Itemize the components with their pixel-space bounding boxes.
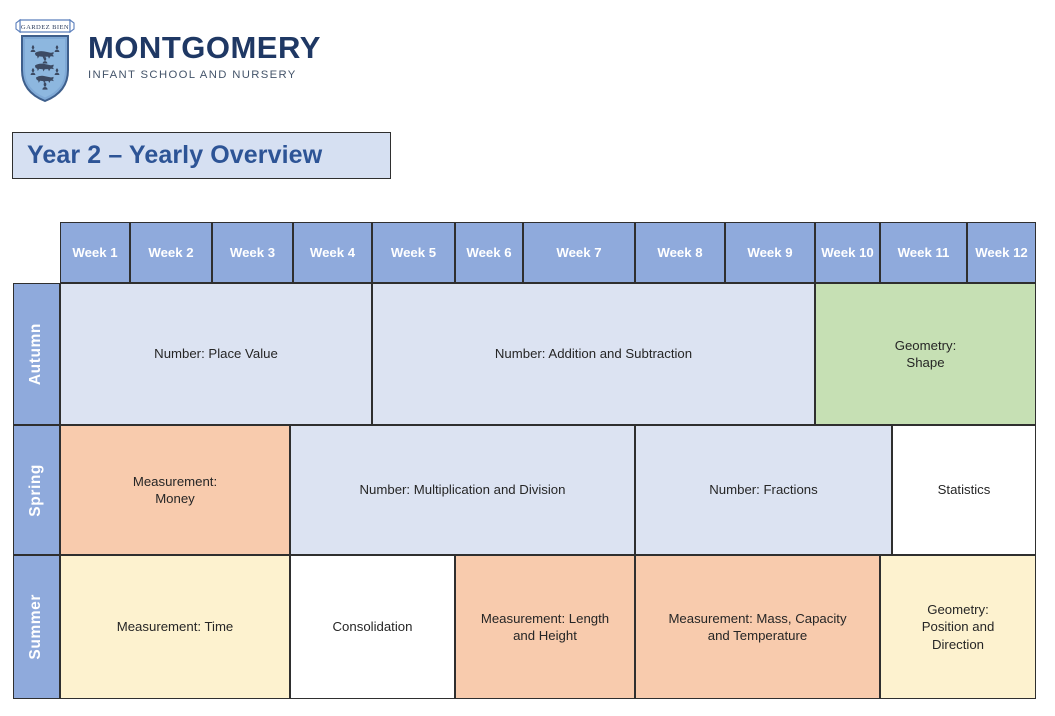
heraldic-shield-icon: GARDEZ BIEN [14,12,76,104]
svg-text:GARDEZ BIEN: GARDEZ BIEN [21,24,69,31]
week-header-12: Week 12 [967,222,1036,283]
topic-cell-spring-fractions: Number: Fractions [635,425,892,555]
topic-cell-autumn-place-value: Number: Place Value [60,283,372,425]
week-header-3: Week 3 [212,222,293,283]
term-label-autumn: Autumn [13,283,60,425]
topic-cell-autumn-geometry-shape: Geometry: Shape [815,283,1036,425]
topic-line-1: Measurement: [132,473,218,489]
topic-line-2: and Temperature [707,628,808,643]
topic-cell-summer-length-height: Measurement: Length and Height [455,555,635,699]
topic-cell-summer-consolidation: Consolidation [290,555,455,699]
topic-line-1: Measurement: Mass, Capacity [668,610,847,626]
week-header-1: Week 1 [60,222,130,283]
school-logo: GARDEZ BIEN [14,12,320,104]
topic-cell-spring-measurement-money: Measurement: Money [60,425,290,555]
week-header-9: Week 9 [725,222,815,283]
week-header-8: Week 8 [635,222,725,283]
topic-line-1: Measurement: Length [480,610,610,626]
topic-line-2: Position and [921,619,995,635]
topic-cell-summer-measurement-time: Measurement: Time [60,555,290,699]
topic-cell-spring-multiplication-division: Number: Multiplication and Division [290,425,635,555]
topic-cell-spring-statistics: Statistics [892,425,1036,555]
topic-line-1: Geometry: [894,337,957,353]
week-header-10: Week 10 [815,222,880,283]
topic-line-2: and Height [513,628,577,643]
page-title: Year 2 – Yearly Overview [27,141,323,169]
term-label-spring: Spring [13,425,60,555]
school-tagline: INFANT SCHOOL AND NURSERY [88,69,297,81]
yearly-overview-table: Week 1 Week 2 Week 3 Week 4 Week 5 Week … [13,222,1036,699]
topic-line-2: Money [155,491,195,506]
page-title-box: Year 2 – Yearly Overview [12,132,391,179]
week-header-4: Week 4 [293,222,372,283]
topic-line-3: Direction [931,636,985,652]
topic-cell-summer-geometry-position-direction: Geometry: Position and Direction [880,555,1036,699]
week-header-11: Week 11 [880,222,967,283]
week-header-2: Week 2 [130,222,212,283]
week-header-5: Week 5 [372,222,455,283]
brand-text-block: MONTGOMERY INFANT SCHOOL AND NURSERY [88,30,321,81]
topic-cell-autumn-addition-subtraction: Number: Addition and Subtraction [372,283,815,425]
week-header-6: Week 6 [455,222,523,283]
topic-line-2: Shape [906,355,945,370]
school-name: MONTGOMERY [88,30,321,65]
week-header-7: Week 7 [523,222,635,283]
term-label-summer: Summer [13,555,60,699]
topic-cell-summer-mass-capacity-temperature: Measurement: Mass, Capacity and Temperat… [635,555,880,699]
topic-line-1: Geometry: [927,601,989,617]
